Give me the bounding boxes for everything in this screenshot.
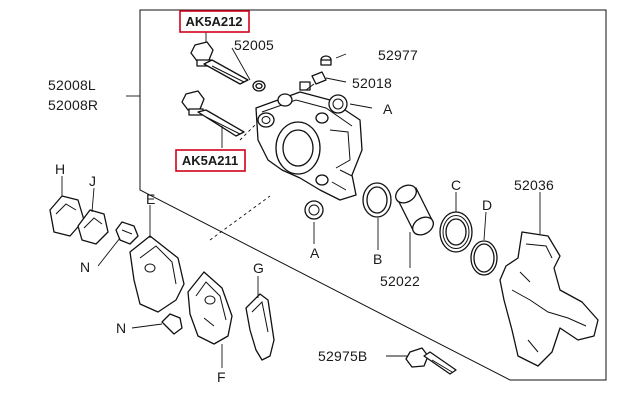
pad-outer-f: [187, 271, 233, 345]
label-ak5a211: AK5A211: [182, 153, 238, 168]
clip-n-lower: [161, 313, 183, 335]
label-b: B: [373, 251, 383, 267]
label-52036: 52036: [514, 177, 554, 193]
label-52022: 52022: [380, 273, 420, 289]
label-d: D: [482, 197, 492, 213]
label-a-upper: A: [383, 101, 393, 117]
label-c: C: [451, 177, 461, 193]
leader-lines: [61, 30, 541, 368]
label-h: H: [55, 161, 65, 177]
sleeve-a-lower: [304, 200, 324, 220]
label-ak5a212: AK5A212: [185, 14, 242, 29]
piston-boot-c: [439, 211, 473, 253]
label-52005: 52005: [234, 37, 274, 53]
clip-n-upper: [115, 221, 139, 245]
guide-bolt-upper: [190, 41, 249, 85]
bleeder-screw-52018: [299, 71, 327, 91]
guide-bolt-lower: [181, 90, 245, 137]
caliper-support-52036: [499, 231, 599, 367]
label-52008l: 52008L: [48, 77, 96, 93]
caliper-body: [255, 91, 363, 201]
label-n-upper: N: [80, 259, 90, 275]
label-j: J: [89, 173, 96, 189]
label-a-lower: A: [310, 245, 320, 261]
label-g: G: [253, 260, 264, 276]
piston-52022: [395, 184, 434, 236]
label-e: E: [146, 191, 156, 207]
support-bolt-52975b: [405, 347, 457, 375]
pad-inner-e: [129, 235, 185, 313]
shim-g: [245, 293, 275, 361]
assembly-frame: [139, 9, 607, 381]
label-52977: 52977: [378, 47, 418, 63]
label-f: F: [217, 369, 226, 385]
label-52975b: 52975B: [318, 348, 367, 364]
shim-j: [77, 209, 109, 245]
label-n-lower: N: [116, 320, 126, 336]
highlight-box-ak5a211: [175, 149, 246, 172]
label-52018: 52018: [352, 75, 392, 91]
highlight-box-ak5a212: [179, 10, 250, 33]
boot-ring-d: [470, 240, 498, 276]
boot-52005: [252, 80, 266, 92]
sleeve-a-upper: [328, 94, 348, 114]
bleeder-cap-52977: [320, 55, 332, 66]
piston-seal-b: [362, 182, 392, 218]
label-52008r: 52008R: [48, 97, 98, 113]
